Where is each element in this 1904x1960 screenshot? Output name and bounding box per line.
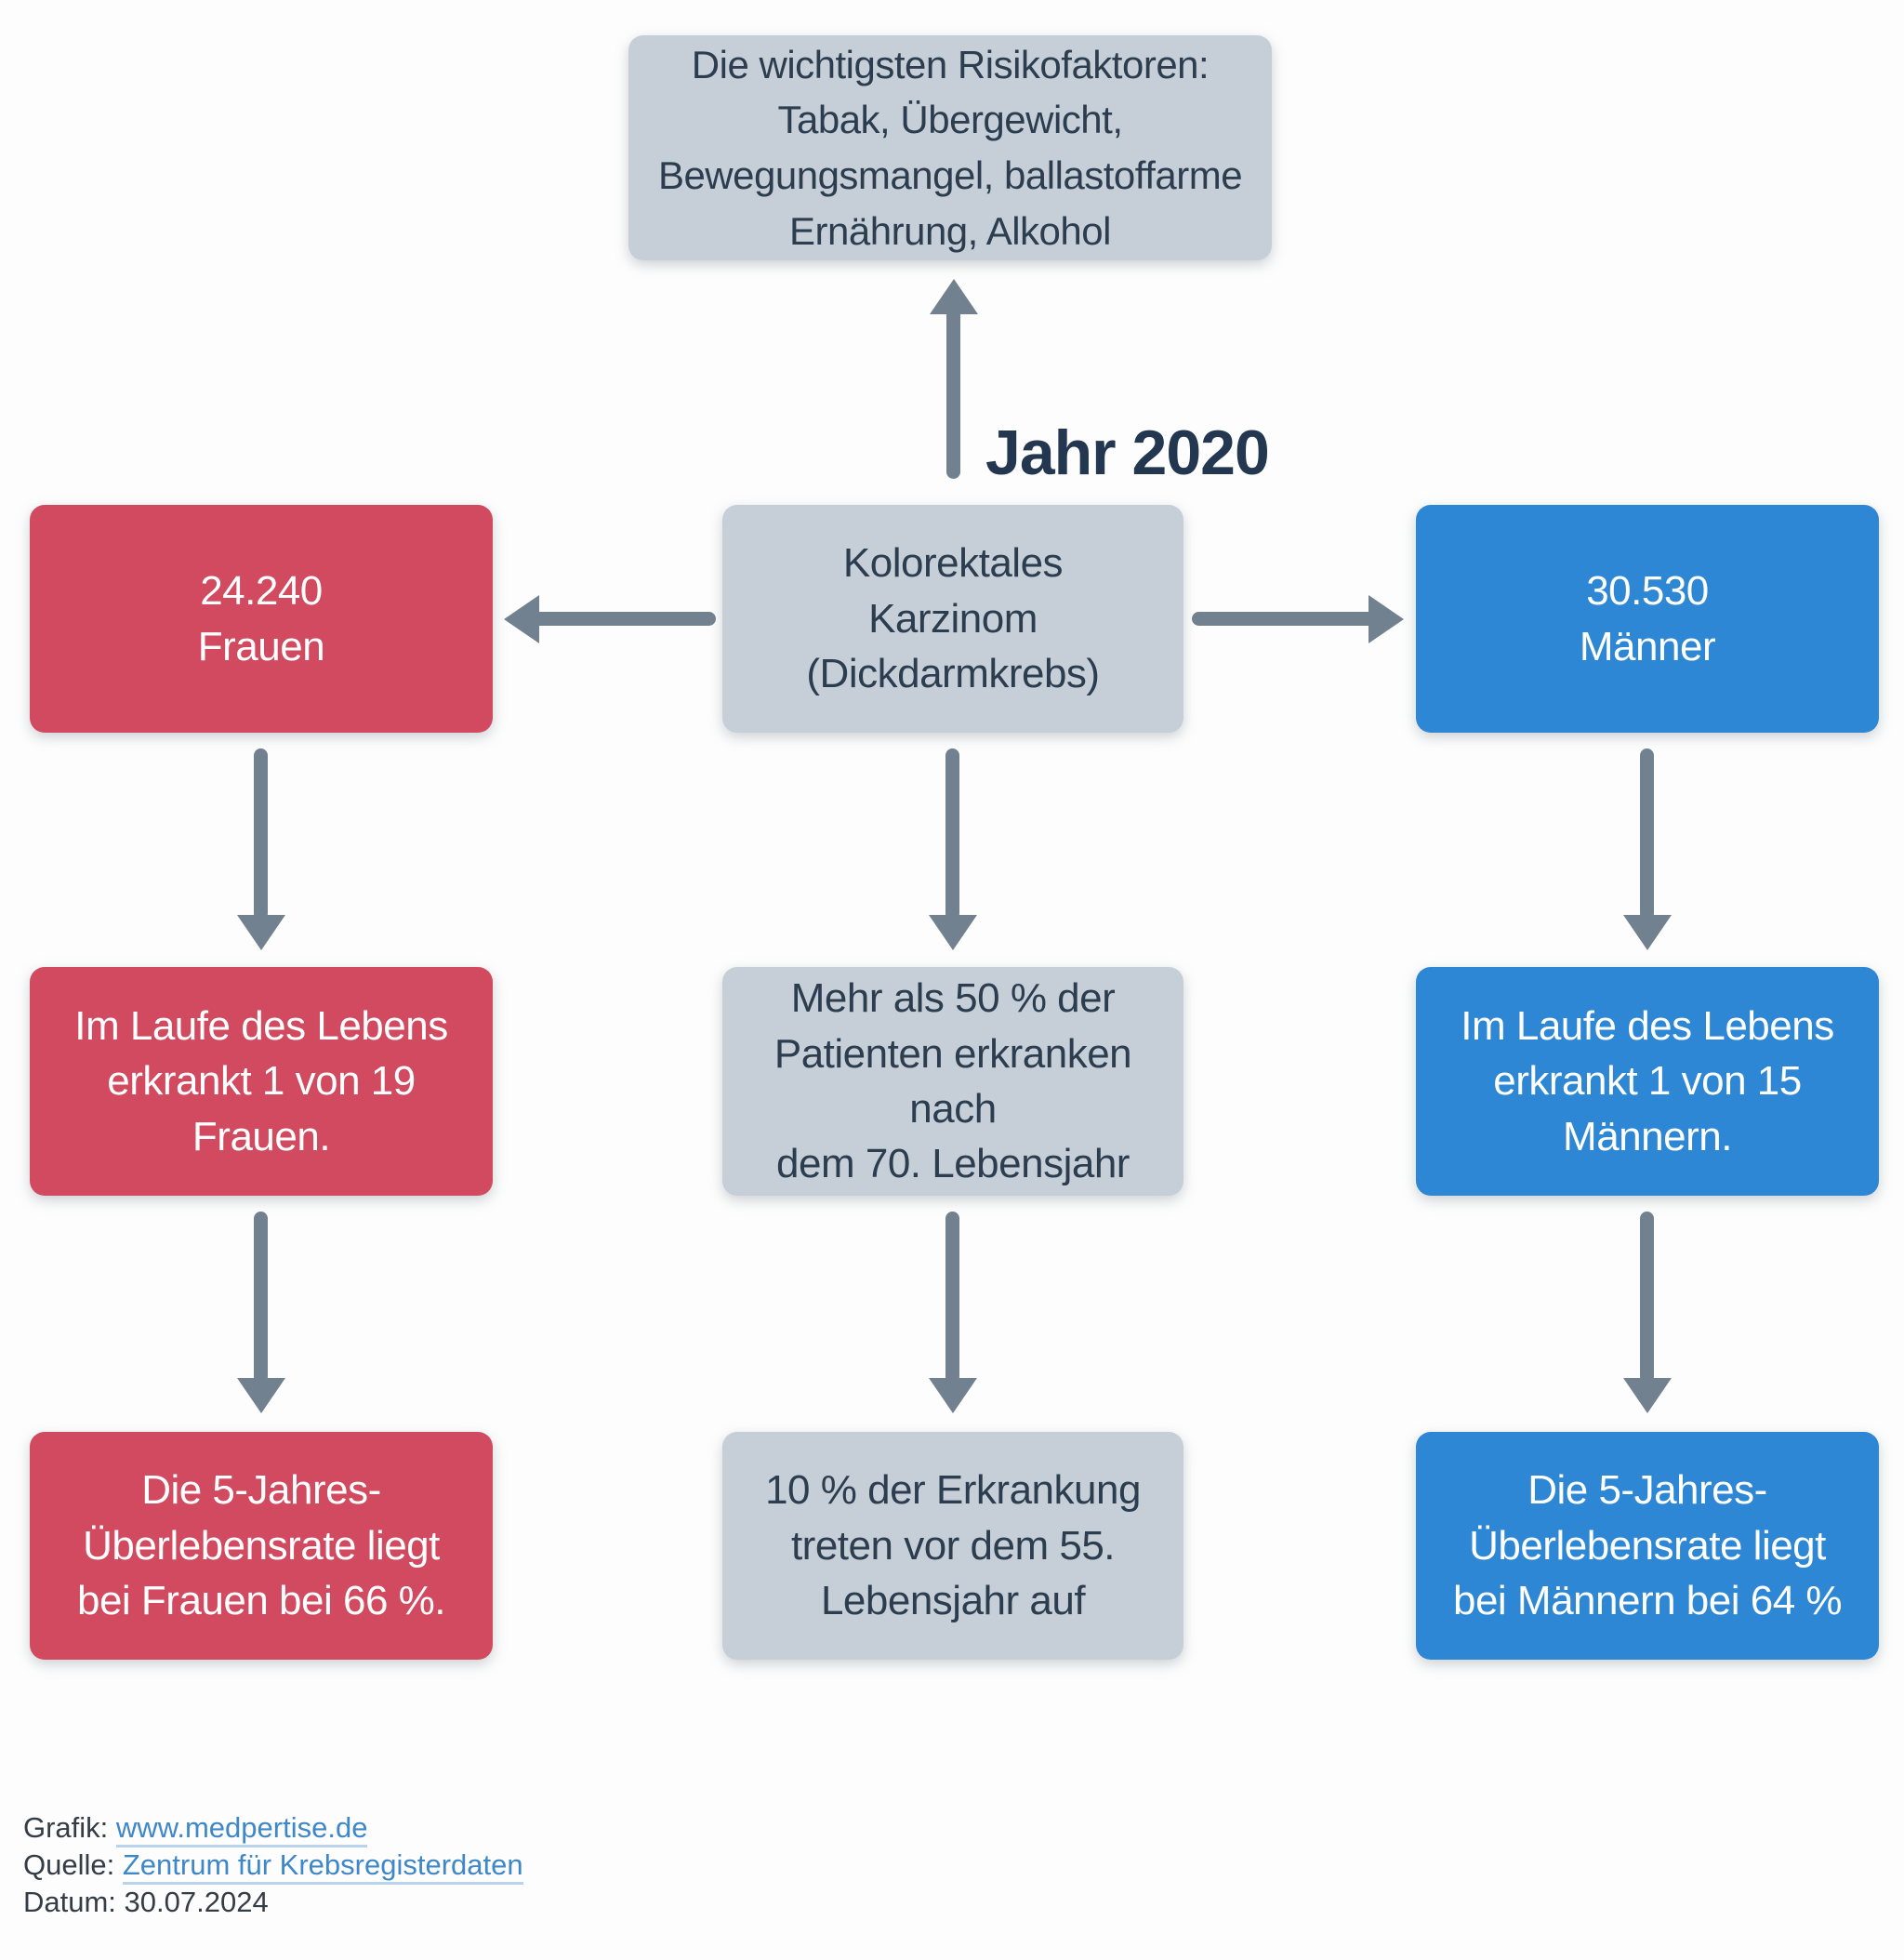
arrow-shaft xyxy=(1640,748,1654,920)
age-under-55-text: 10 % der Erkrankung treten vor dem 55. L… xyxy=(765,1467,1141,1624)
men-survival-rate-text: Die 5-Jahres- Überlebensrate liegt bei M… xyxy=(1452,1467,1843,1624)
arrow-shaft xyxy=(254,748,268,920)
men-lifetime-risk-text: Im Laufe des Lebens erkrankt 1 von 15 Mä… xyxy=(1461,1002,1834,1159)
men-survival-rate-box: Die 5-Jahres- Überlebensrate liegt bei M… xyxy=(1416,1432,1879,1660)
datum-label: Datum: xyxy=(23,1886,116,1918)
arrow-head xyxy=(237,915,285,950)
datum-value: 30.07.2024 xyxy=(124,1886,269,1918)
women-survival-rate-box: Die 5-Jahres- Überlebensrate liegt bei F… xyxy=(30,1432,493,1660)
year-label: Jahr 2020 xyxy=(985,417,1270,488)
arrow-shaft xyxy=(532,612,716,626)
arrow-shaft xyxy=(1640,1212,1654,1384)
women-survival-rate-text: Die 5-Jahres- Überlebensrate liegt bei F… xyxy=(76,1467,446,1624)
arrow-head xyxy=(1623,1378,1672,1413)
arrow-head xyxy=(237,1378,285,1413)
colorectal-carcinoma-box: Kolorektales Karzinom (Dickdarmkrebs) xyxy=(722,505,1183,733)
arrow-down-women-2 xyxy=(237,1212,285,1413)
quelle-label: Quelle: xyxy=(23,1848,115,1881)
arrow-up-to-risk-factors xyxy=(930,279,978,479)
arrow-down-women-1 xyxy=(237,748,285,950)
arrow-shaft xyxy=(254,1212,268,1384)
arrow-head xyxy=(929,915,977,950)
credits: Grafik: www.medpertise.de Quelle: Zentru… xyxy=(23,1809,523,1921)
quelle-link[interactable]: Zentrum für Krebsregisterdaten xyxy=(122,1848,523,1885)
age-over-70-box: Mehr als 50 % der Patienten erkranken na… xyxy=(722,967,1183,1196)
age-under-55-box: 10 % der Erkrankung treten vor dem 55. L… xyxy=(722,1432,1183,1660)
women-lifetime-risk-box: Im Laufe des Lebens erkrankt 1 von 19 Fr… xyxy=(30,967,493,1196)
arrow-head xyxy=(1623,915,1672,950)
arrow-down-men-1 xyxy=(1623,748,1672,950)
colorectal-carcinoma-text: Kolorektales Karzinom (Dickdarmkrebs) xyxy=(806,540,1100,697)
arrow-shaft xyxy=(1192,612,1376,626)
men-lifetime-risk-box: Im Laufe des Lebens erkrankt 1 von 15 Mä… xyxy=(1416,967,1879,1196)
credit-grafik: Grafik: www.medpertise.de xyxy=(23,1809,523,1847)
men-count-text: 30.530 Männer xyxy=(1579,568,1716,669)
risk-factors-box: Die wichtigsten Risikofaktoren: Tabak, Ü… xyxy=(628,35,1272,260)
arrow-shaft xyxy=(945,1212,959,1384)
grafik-label: Grafik: xyxy=(23,1811,109,1844)
risk-factors-text: Die wichtigsten Risikofaktoren: Tabak, Ü… xyxy=(657,42,1243,253)
arrow-down-men-2 xyxy=(1623,1212,1672,1413)
credit-datum: Datum: 30.07.2024 xyxy=(23,1884,523,1921)
women-lifetime-risk-text: Im Laufe des Lebens erkrankt 1 von 19 Fr… xyxy=(74,1002,448,1159)
arrow-shaft xyxy=(946,307,960,479)
arrow-shaft xyxy=(945,748,959,920)
grafik-link[interactable]: www.medpertise.de xyxy=(115,1811,368,1847)
credit-quelle: Quelle: Zentrum für Krebsregisterdaten xyxy=(23,1847,523,1885)
arrow-left-to-women xyxy=(504,595,716,643)
arrow-down-center-1 xyxy=(929,748,977,950)
arrow-head xyxy=(1368,595,1404,643)
men-count-box: 30.530 Männer xyxy=(1416,505,1879,733)
arrow-down-center-2 xyxy=(929,1212,977,1413)
women-count-box: 24.240 Frauen xyxy=(30,505,493,733)
arrow-right-to-men xyxy=(1192,595,1404,643)
women-count-text: 24.240 Frauen xyxy=(197,568,325,669)
arrow-head xyxy=(929,1378,977,1413)
age-over-70-text: Mehr als 50 % der Patienten erkranken na… xyxy=(774,975,1132,1187)
